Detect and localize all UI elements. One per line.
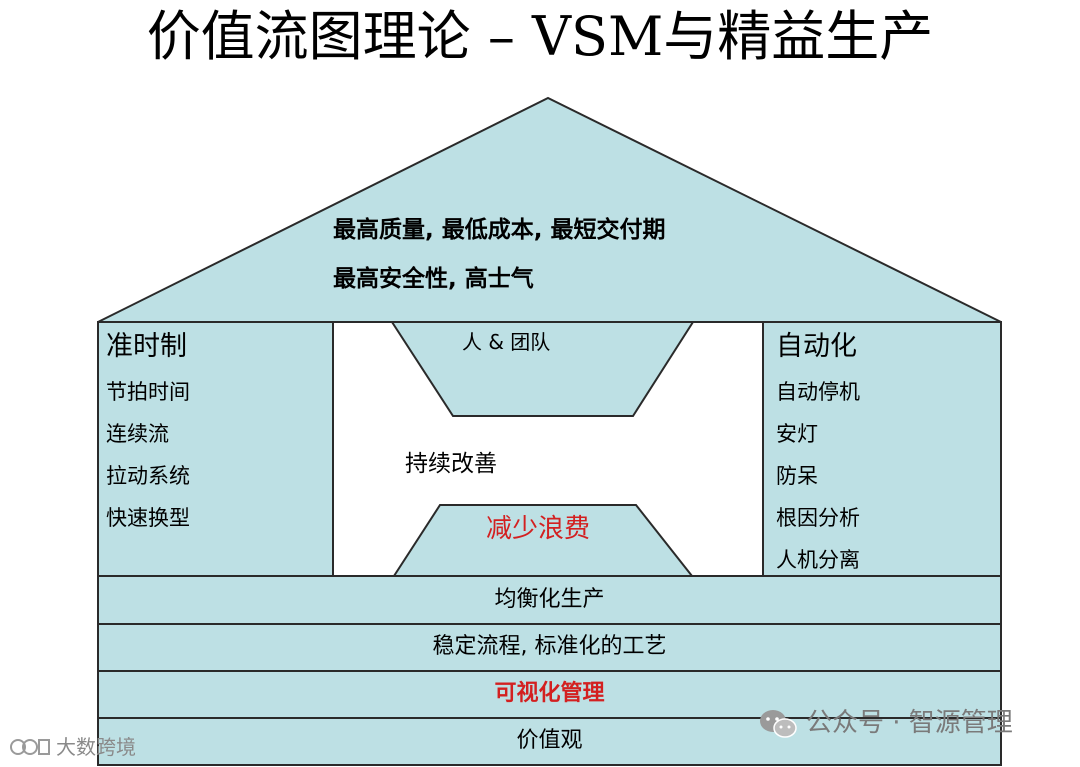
- band-stable-process: [97, 623, 1002, 672]
- roof: [97, 96, 1002, 323]
- right-pillar-item: 人机分离: [776, 548, 860, 572]
- left-pillar-item: 节拍时间: [106, 380, 190, 404]
- left-pillar: [97, 321, 334, 577]
- left-pillar-item: 拉动系统: [106, 464, 190, 488]
- continuous-improvement-label: 持续改善: [405, 451, 497, 477]
- band-label: 价值观: [516, 728, 583, 753]
- wechat-icon: [758, 707, 798, 741]
- logo-watermark: 大数跨境: [56, 735, 136, 759]
- page-title: 价值流图理论 – VSM与精益生产: [146, 5, 934, 68]
- band-label: 均衡化生产: [494, 587, 605, 612]
- band-values: [97, 717, 1002, 766]
- roof-line-2: 最高安全性, 高士气: [333, 266, 534, 292]
- wechat-watermark: 公众号 · 智源管理: [806, 708, 1013, 738]
- right-pillar-item: 安灯: [776, 422, 818, 446]
- band-leveled-production: [97, 575, 1002, 625]
- band-label: 稳定流程, 标准化的工艺: [432, 634, 667, 659]
- left-pillar-item: 连续流: [106, 422, 169, 446]
- left-pillar-title: 准时制: [106, 331, 187, 362]
- right-pillar-item: 自动停机: [776, 380, 860, 404]
- right-pillar-item: 根因分析: [776, 506, 860, 530]
- left-pillar-item: 快速换型: [106, 506, 190, 530]
- band-visual-management: [97, 670, 1002, 719]
- roof-line-1: 最高质量, 最低成本, 最短交付期: [333, 217, 666, 243]
- people-team-trapezoid: [390, 321, 695, 417]
- reduce-waste-label: 减少浪费: [486, 514, 591, 544]
- logo-icon: [8, 733, 54, 759]
- band-label: 可视化管理: [494, 681, 605, 706]
- right-pillar: [762, 321, 1002, 577]
- right-pillar-item: 防呆: [776, 464, 818, 488]
- right-pillar-title: 自动化: [776, 331, 857, 362]
- people-team-label: 人 & 团队: [462, 330, 551, 354]
